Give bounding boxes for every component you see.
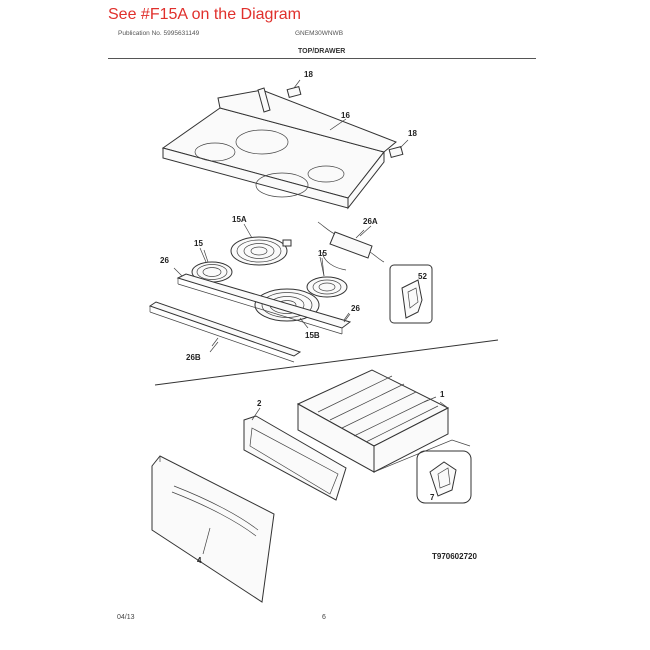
- page-number: 6: [322, 614, 326, 621]
- cooktop-part-16: [161, 87, 397, 210]
- surface-element-part-15-right: [306, 256, 348, 298]
- wiring-harness-part-26a: [317, 221, 385, 271]
- callout-4: 4: [197, 556, 202, 565]
- callout-2: 2: [257, 399, 262, 408]
- diagram-reference-banner: See #F15A on the Diagram: [108, 6, 302, 23]
- model-number: GNEM30WNWB: [295, 30, 344, 37]
- section-title: TOP/DRAWER: [298, 48, 346, 55]
- header-rule: [108, 58, 536, 59]
- callout-leader-lines: [199, 118, 437, 555]
- callout-26-right: 26: [351, 304, 360, 313]
- callout-15-left: 15: [194, 239, 203, 248]
- publication-number: Publication No. 5995631149: [118, 30, 200, 37]
- footer-date: 04/13: [117, 614, 135, 621]
- drawer-front-part-4: [151, 455, 275, 603]
- switch-inset-part-52: [389, 264, 433, 324]
- element-support-part-26: [173, 267, 352, 335]
- callout-15-right: 15: [318, 249, 327, 258]
- callout-18-right: 18: [408, 129, 417, 138]
- callout-7: 7: [430, 493, 435, 502]
- callout-16: 16: [341, 111, 350, 120]
- callout-52: 52: [418, 272, 427, 281]
- burner-box-strip-part-26b: [148, 301, 302, 363]
- callout-26a: 26A: [363, 217, 378, 226]
- assembly-divider-line: [154, 339, 499, 386]
- clip-part-18-left: [286, 79, 302, 99]
- drawing-code: T970602720: [432, 552, 477, 561]
- drawer-glide-inset-part-7: [416, 450, 472, 504]
- surface-element-part-15a: [230, 236, 292, 266]
- callout-15a: 15A: [232, 215, 247, 224]
- callout-1: 1: [440, 390, 445, 399]
- callout-15b: 15B: [305, 331, 320, 340]
- callout-18-left: 18: [304, 70, 313, 79]
- callout-26-left: 26: [160, 256, 169, 265]
- drawer-body-part-1: [296, 369, 471, 473]
- callout-26b: 26B: [186, 353, 201, 362]
- clip-part-18-right: [388, 139, 409, 159]
